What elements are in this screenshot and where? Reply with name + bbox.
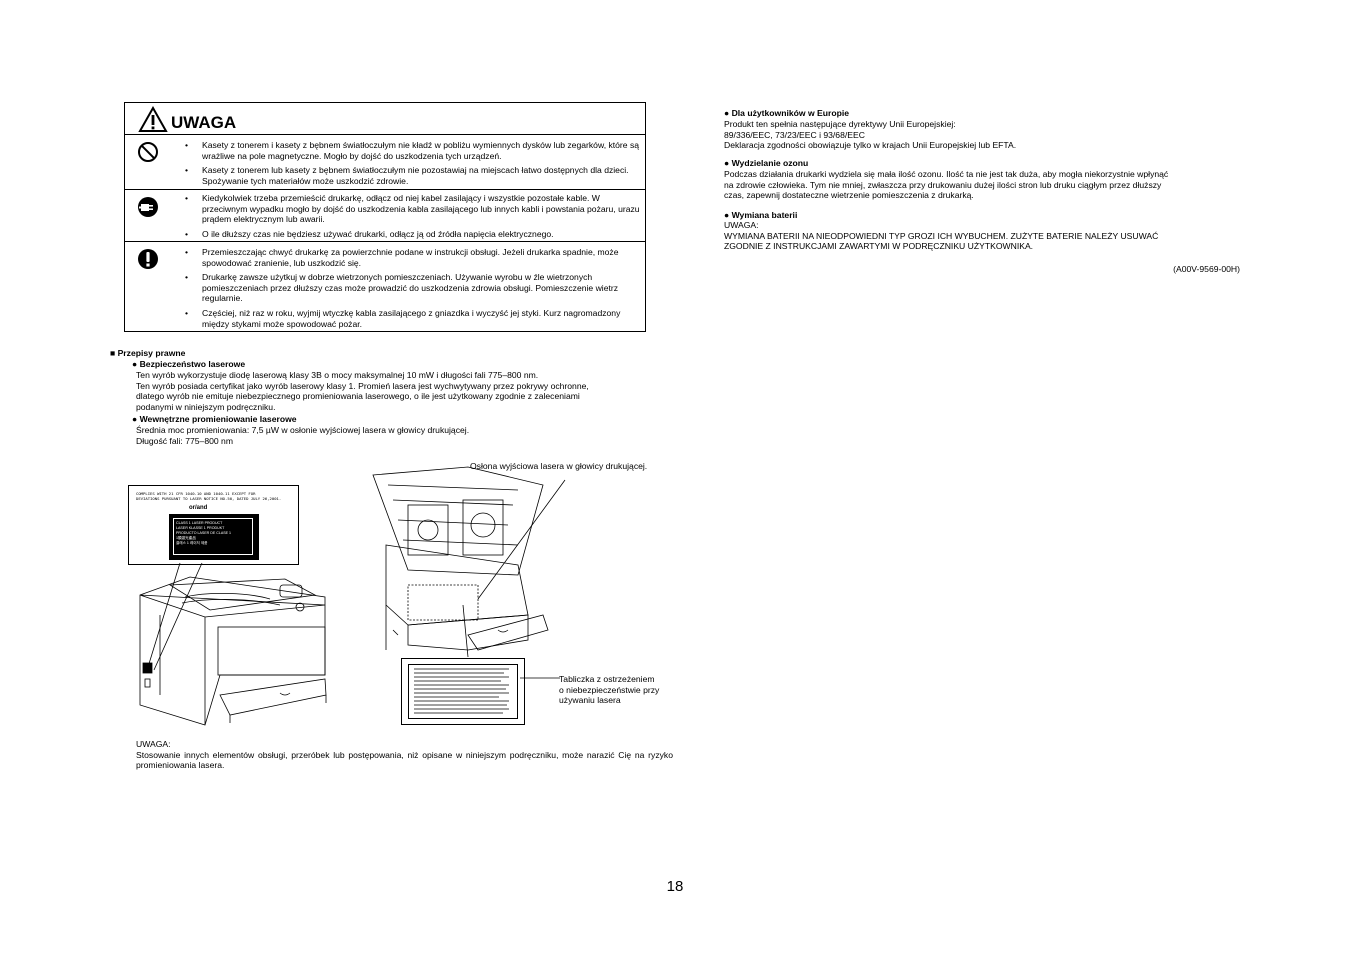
callout-warning-plate: Tabliczka z ostrzeżeniem o niebezpieczeń…: [559, 674, 659, 706]
class1-label-text: CLASS 1 LASER PRODUCT LASER KLASSE 1 PRO…: [173, 518, 253, 555]
text-line: używaniu lasera: [559, 695, 621, 706]
ozone-title: ● Wydzielanie ozonu: [724, 158, 809, 168]
ozone-text: Podczas działania drukarki wydziela się …: [724, 169, 1234, 201]
battery-title: ● Wymiana baterii: [724, 210, 798, 220]
warning-item: Kasety z tonerem i kasety z bębnem świat…: [185, 140, 640, 161]
text-line: Podczas działania drukarki wydziela się …: [724, 169, 1169, 179]
warning-item: Kiedykolwiek trzeba przemieścić drukarkę…: [185, 193, 640, 225]
warning-item: Kasety z tonerem lub kasety z bębnem świ…: [185, 165, 640, 186]
europe-title: ● Dla użytkowników w Europie: [724, 108, 850, 118]
caution-text: Stosowanie innych elementów obsługi, prz…: [136, 749, 673, 771]
class1-line: CLASS 1 LASER PRODUCT: [176, 521, 223, 525]
warning-item: Częściej, niż raz w roku, wyjmij wtyczkę…: [185, 308, 640, 329]
compliance-line: DEVIATIONS PURSUANT TO LASER NOTICE NO.5…: [136, 496, 282, 501]
text-line: dlatego wyrób nie emituje niebezpieczneg…: [136, 391, 580, 402]
internal-radiation-text: Średnia moc promieniowania: 7,5 µW w osł…: [136, 425, 656, 446]
page-number: 18: [666, 878, 684, 895]
class1-line: 1類激光產品: [176, 536, 196, 540]
text-line: czas, zapewnij dostateczne wietrzenie po…: [724, 190, 974, 201]
laser-safety-text: Ten wyrób wykorzystuje diodę laserową kl…: [136, 370, 656, 412]
warning-section-general: Przemieszczając chwyć drukarkę za powier…: [125, 242, 645, 332]
unplug-icon: [138, 197, 158, 217]
text-line: Deklaracja zgodności obowiązuje tylko w …: [724, 140, 1017, 151]
europe-text: Produkt ten spełnia następujące dyrektyw…: [724, 119, 1234, 151]
text-line: Średnia moc promieniowania: 7,5 µW w osł…: [136, 425, 470, 435]
laser-warning-plate-inner: [408, 664, 518, 719]
text-line: Długość fali: 775–800 nm: [136, 435, 233, 446]
plate-leader-line: [520, 677, 560, 679]
warning-section-magnetic: Kasety z tonerem i kasety z bębnem świat…: [125, 135, 645, 190]
warning-header: UWAGA: [125, 103, 645, 135]
text-line: Produkt ten spełnia następujące dyrektyw…: [724, 119, 956, 129]
prohibition-icon: [138, 142, 158, 162]
class1-line: PRODUCTO LASER DE CLASE 1: [176, 531, 232, 535]
class1-label: CLASS 1 LASER PRODUCT LASER KLASSE 1 PRO…: [169, 514, 259, 560]
regulations-heading: ■ Przepisy prawne: [110, 348, 186, 358]
text-line: podanymi w niniejszym podręczniku.: [136, 401, 276, 412]
compliance-text: COMPLIES WITH 21 CFR 1040.10 AND 1040.11…: [136, 491, 281, 501]
text-line: ZGODNIE Z INSTRUKCJAMI ZAWARTYMI W PODRĘ…: [724, 241, 1034, 252]
or-and-text: or/and: [189, 505, 208, 511]
warning-section-unplug: Kiedykolwiek trzeba przemieścić drukarkę…: [125, 190, 645, 242]
text-line: Ten wyrób posiada certyfikat jako wyrób …: [136, 380, 589, 391]
warning-item: O ile dłuższy czas nie będziesz używać d…: [185, 229, 640, 240]
warning-box: UWAGA Kasety z tonerem i kasety z bębnem…: [124, 102, 646, 332]
internal-radiation-title: ● Wewnętrzne promieniowanie laserowe: [132, 414, 297, 424]
text-line: Ten wyrób wykorzystuje diodę laserową kl…: [136, 370, 539, 380]
warning-item: Przemieszczając chwyć drukarkę za powier…: [185, 247, 640, 268]
text-line: WYMIANA BATERII NA NIEODPOWIEDNI TYP GRO…: [724, 230, 1159, 241]
text-line: UWAGA:: [724, 220, 759, 230]
compliance-line: COMPLIES WITH 21 CFR 1040.10 AND 1040.11…: [136, 491, 256, 496]
class1-line: LASER KLASSE 1 PRODUKT: [176, 526, 225, 530]
warning-title: UWAGA: [171, 113, 237, 132]
class1-line: 클래스 1 레이저 제품: [176, 541, 208, 545]
text-line: Tabliczka z ostrzeżeniem: [559, 674, 655, 684]
text-line: o niebezpieczeństwie przy: [559, 684, 660, 695]
caution-note: UWAGA: Stosowanie innych elementów obsłu…: [136, 739, 673, 771]
warning-triangle-icon: [138, 106, 168, 132]
laser-safety-title: ● Bezpieczeństwo laserowe: [132, 359, 246, 369]
printer-closed-illustration: [139, 562, 327, 726]
printer-open-illustration: [372, 466, 566, 658]
caution-title: UWAGA:: [136, 739, 171, 749]
warning-item: Drukarkę zawsze użytkuj w dobrze wietrzo…: [185, 272, 640, 304]
laser-warning-plate: [401, 658, 525, 725]
document-code: (A00V-9569-00H): [1173, 264, 1240, 274]
text-line: 89/336/EEC, 73/23/EEC i 93/68/EEC: [724, 129, 865, 140]
callout-laser-cover: Osłona wyjściowa lasera w głowicy drukuj…: [470, 461, 648, 471]
laser-warning-text-lines: [414, 668, 509, 714]
compliance-label: COMPLIES WITH 21 CFR 1040.10 AND 1040.11…: [128, 485, 299, 565]
text-line: na zdrowie człowieka. Tym nie mniej, zwł…: [724, 179, 1162, 190]
exclamation-icon: [138, 249, 158, 269]
battery-text: UWAGA: WYMIANA BATERII NA NIEODPOWIEDNI …: [724, 220, 1234, 252]
